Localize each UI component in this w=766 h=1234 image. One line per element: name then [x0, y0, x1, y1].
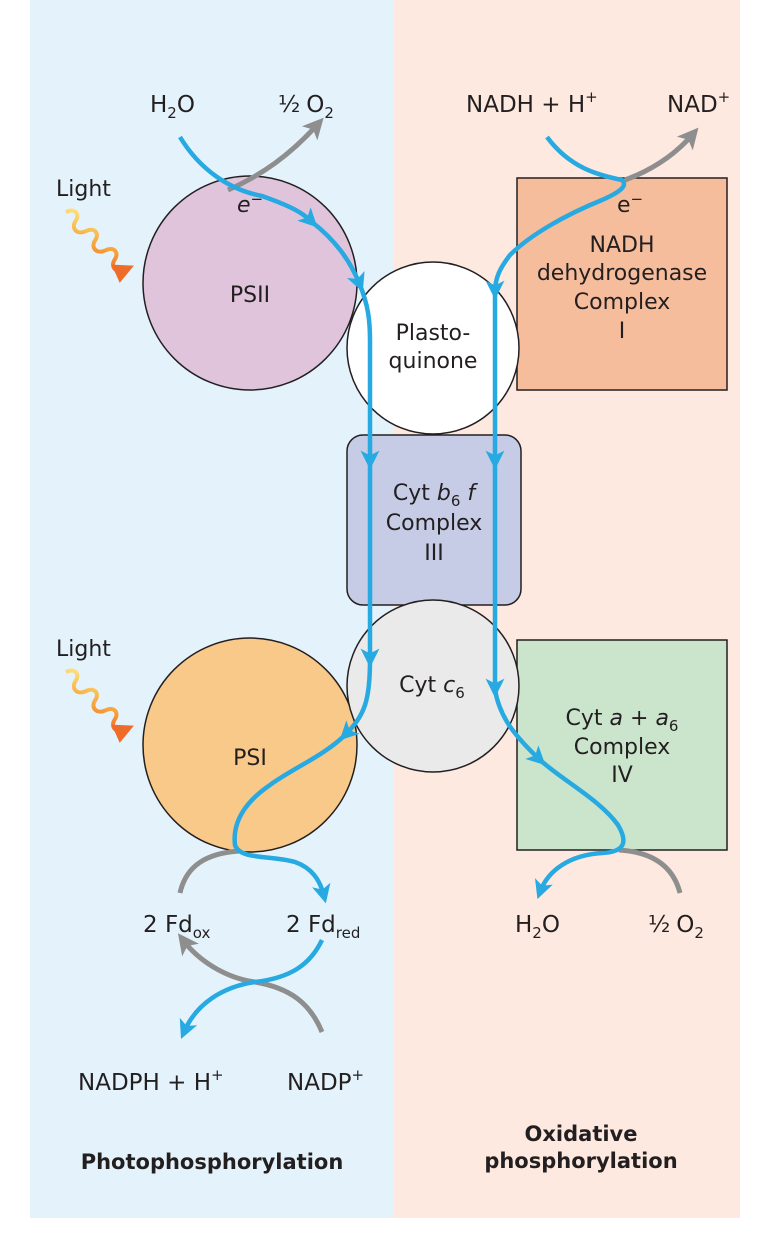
electron-flow-complex-iv-to-water — [535, 758, 626, 900]
plastoquinone-label-2: quinone — [389, 349, 478, 374]
h2o-input-label: H2O — [150, 92, 195, 122]
cyt-c6-label: Cyt c6 — [399, 673, 465, 702]
electron-flow-water-to-psii — [178, 135, 318, 228]
nadp-input-label: NADP+ — [287, 1066, 364, 1096]
h2o-output-label: H2O — [515, 912, 560, 942]
light-wave-psi — [65, 668, 134, 743]
nad-release-arrow — [624, 127, 699, 183]
nad-output-label: NAD+ — [667, 88, 730, 118]
plastoquinone-carrier — [346, 261, 520, 435]
o2-consumption-arrow — [618, 847, 683, 894]
electron-flow-fd-to-nadph — [179, 939, 325, 1039]
electron-flow-psi-to-fd — [232, 733, 347, 904]
cyt-b6f-label-3: III — [424, 541, 443, 566]
cyt-a-a6-label-2: Complex — [574, 735, 671, 760]
cyt-b6f-label-1: Cyt b6 f — [393, 481, 479, 510]
psii-label: PSII — [230, 283, 270, 308]
fd-oxidation-arrow — [177, 848, 241, 894]
psi-complex — [142, 637, 358, 853]
electron-flow-nadh-to-complex-i — [485, 135, 627, 300]
psi-label: PSI — [233, 746, 267, 771]
nadph-output-label: NADPH + H+ — [78, 1066, 224, 1096]
fd-reduced-label: 2 Fdred — [286, 912, 360, 942]
nadh-dehydrogenase-label-2: dehydrogenase — [537, 261, 707, 286]
nadh-dehydrogenase-label-4: I — [619, 319, 626, 344]
plastoquinone-label-1: Plasto- — [396, 321, 471, 346]
light-label-psii: Light — [56, 177, 111, 202]
cyt-b6f-label-2: Complex — [386, 511, 483, 536]
oxidative-title-line1: Oxidative — [525, 1122, 638, 1146]
nadh-dehydrogenase-label-3: Complex — [574, 290, 671, 315]
o2-release-arrow — [226, 117, 324, 193]
electron-flow-psii-to-plastoquinone — [310, 220, 365, 293]
nadh-dehydrogenase-label-1: NADH — [590, 233, 655, 258]
electron-label-right: e− — [617, 190, 643, 218]
electron-flow-left-descend-1 — [357, 284, 380, 470]
light-label-psi: Light — [56, 637, 111, 662]
fd-oxidized-label: 2 Fdox — [143, 912, 210, 942]
electron-flow-into-complex-iv — [492, 689, 546, 766]
nadh-input-label: NADH + H+ — [466, 88, 598, 118]
electron-label-left: e− — [237, 190, 263, 218]
cyt-a-a6-label-1: Cyt a + a6 — [566, 706, 679, 735]
electron-flow-cytc6-to-psi — [339, 659, 373, 741]
cyt-c6-carrier — [346, 599, 520, 773]
cyt-a-a6-label-3: IV — [611, 763, 633, 788]
photophosphorylation-title: Photophosphorylation — [81, 1150, 344, 1174]
light-wave-psii — [65, 208, 134, 283]
nadh-dehydrogenase-complex — [516, 177, 728, 391]
oxidative-title-line2: phosphorylation — [484, 1149, 677, 1173]
